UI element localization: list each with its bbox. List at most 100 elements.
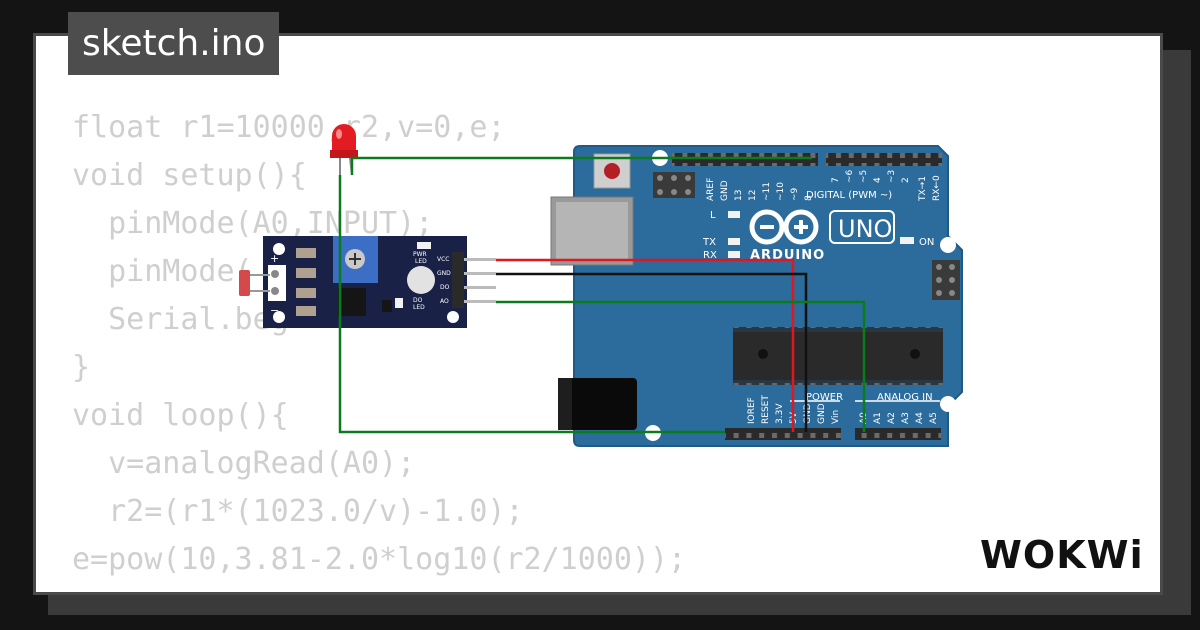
pin-label: A4: [915, 412, 925, 424]
pin-label: GND: [437, 270, 451, 277]
pin-label: RX←0: [932, 175, 942, 201]
pin-label: RESET: [761, 395, 771, 424]
atmega-chip: [733, 327, 943, 385]
code-line: r2=(r1*(1023.0/v)-1.0);: [72, 494, 524, 529]
pin-label: GND: [720, 180, 730, 201]
pin-label: 13: [734, 190, 744, 201]
analog-header[interactable]: [855, 428, 941, 440]
pin-label: 3.3V: [775, 403, 785, 424]
digital-section-label: DIGITAL (PWM ~): [806, 190, 892, 201]
rx-led: [728, 251, 740, 258]
digital-header-low[interactable]: [826, 153, 942, 166]
code-line: pinMode(: [72, 254, 253, 289]
tx-led-label: TX: [702, 237, 716, 248]
power-jack: [561, 378, 637, 430]
mount-hole: [273, 311, 285, 323]
l-led: [728, 211, 740, 218]
pin-label: ~10: [776, 182, 786, 201]
pin-label: 8: [804, 195, 814, 201]
pin-label: 2: [901, 177, 911, 183]
pin-label: 7: [831, 177, 841, 183]
wire-gnd-to-gnd[interactable]: [496, 272, 808, 432]
wokwi-logo-text: WOKWi: [980, 533, 1144, 577]
pin-label: ~9: [790, 187, 800, 201]
comparator-chip: [338, 288, 366, 316]
icsp-header: [653, 172, 695, 198]
digital-header-high[interactable]: [672, 153, 818, 166]
ldr-sensor-module[interactable]: + − PWR LED DO LED VCC GND DO AO: [263, 236, 496, 328]
wire-led-to-gnd[interactable]: [338, 175, 725, 434]
pin-label: AREF: [706, 178, 716, 201]
pwr-led-label: PWR: [413, 251, 427, 258]
reset-icon: [604, 163, 620, 179]
ldr-socket: [268, 265, 286, 301]
do-led: [395, 298, 403, 308]
l-led-label: L: [710, 210, 716, 221]
arduino-logo-icon: [749, 209, 819, 245]
digital-pin-labels: AREF GND 13 12 ~11 ~10 ~9 8 7 ~6 ~5 4 ~3…: [706, 169, 942, 202]
uno-badge: [829, 210, 895, 244]
resistor: [296, 306, 316, 316]
pin-label: ~5: [859, 170, 869, 183]
pin-label: GND: [803, 403, 813, 424]
pin-label: DO: [440, 284, 450, 291]
pin-label: A1: [873, 412, 883, 424]
code-line: e=pow(10,3.81-2.0*log10(r2/1000));: [72, 542, 687, 577]
pin-label: AO: [440, 298, 449, 305]
rx-led-label: RX: [703, 250, 717, 261]
pin-label: TX→1: [918, 176, 928, 202]
red-led-icon[interactable]: [330, 124, 358, 176]
pin-label: IOREF: [747, 397, 757, 424]
photoresistor-icon[interactable]: [239, 270, 270, 296]
wires: [338, 156, 866, 434]
pin-label: VCC: [437, 256, 449, 263]
resistor: [296, 288, 316, 298]
ldr-minus-label: −: [270, 304, 279, 317]
mount-hole: [273, 243, 285, 255]
pwr-led: [417, 242, 431, 249]
resistor: [296, 248, 316, 258]
code-line: void setup(){: [72, 158, 307, 193]
pin-label: 12: [748, 190, 758, 201]
code-line: }: [72, 350, 91, 385]
pin-label: ~11: [762, 182, 772, 201]
pin-label: A3: [901, 412, 911, 424]
mount-hole: [447, 311, 459, 323]
led-lens: [407, 266, 435, 294]
pin-label: GND: [817, 403, 827, 424]
pin-label: Vin: [831, 410, 841, 424]
code-line: void loop(){: [72, 398, 289, 433]
sensor-header[interactable]: [452, 252, 464, 308]
pin-label: 4: [873, 177, 883, 183]
code-line: Serial.println(e);: [72, 584, 686, 592]
arduino-uno-board[interactable]: AREF GND 13 12 ~11 ~10 ~9 8 7 ~6 ~5 4 ~3…: [550, 145, 963, 447]
icsp-header-2: [932, 260, 960, 300]
pin-label: ~3: [887, 170, 897, 183]
code-line: Serial.beg: [72, 302, 289, 337]
do-led-label: DO: [413, 297, 423, 304]
mount-hole: [940, 396, 956, 412]
power-section-label: POWER: [806, 392, 843, 403]
mount-hole: [940, 237, 956, 253]
code-line: pinMode(A0,INPUT);: [72, 206, 434, 241]
svg-text:LED: LED: [415, 258, 427, 265]
power-header[interactable]: [725, 428, 841, 440]
svg-text:LED: LED: [413, 304, 425, 311]
resistor: [296, 268, 316, 278]
pin-label: A2: [887, 412, 897, 424]
code-editor: float r1=10000,r2,v=0,e;void setup(){ pi…: [72, 104, 687, 592]
on-led-label: ON: [919, 237, 934, 248]
on-led: [900, 237, 914, 244]
wire-ao-to-a0[interactable]: [496, 300, 866, 432]
wokwi-logo: WOKWi: [980, 533, 1144, 577]
pin-label: ~6: [845, 169, 855, 183]
code-line: v=analogRead(A0);: [72, 446, 416, 481]
tx-led: [728, 238, 740, 245]
uno-label: UNO: [838, 215, 892, 243]
window-title: sketch.ino: [68, 12, 280, 75]
wire-vcc-to-5v[interactable]: [496, 258, 795, 432]
analog-section-label: ANALOG IN: [877, 392, 933, 403]
wire-led-to-d8[interactable]: [350, 156, 812, 175]
ldr-plus-label: +: [270, 252, 279, 265]
